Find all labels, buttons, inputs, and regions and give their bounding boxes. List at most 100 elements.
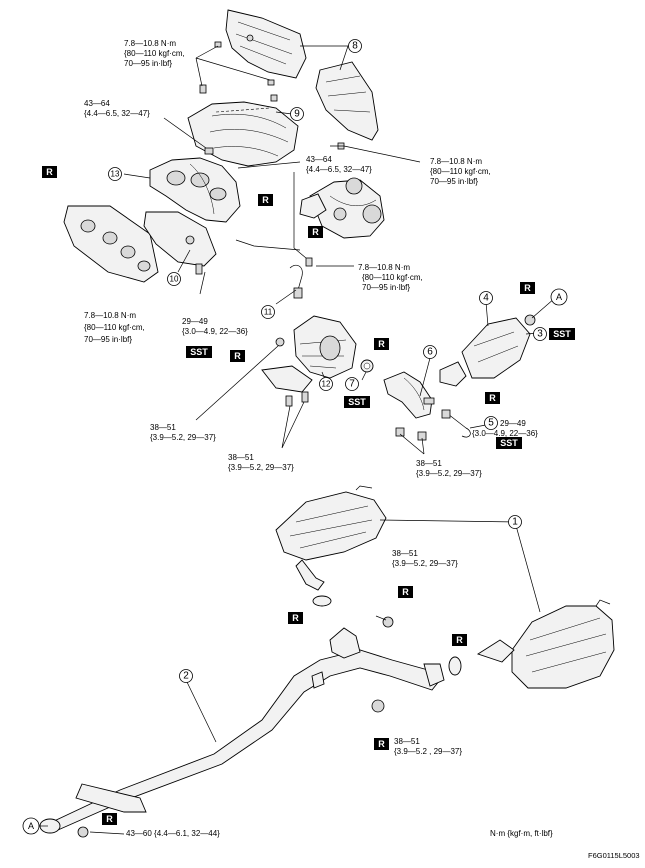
oxygen-sensor-front (289, 264, 303, 299)
svg-text:R: R (262, 195, 269, 205)
svg-text:43—64: 43—64 (306, 155, 332, 164)
svg-text:3: 3 (537, 329, 543, 340)
callout-1: 1 (508, 515, 522, 529)
callout-3: 3 (533, 327, 547, 341)
heat-insulator-upper (225, 9, 307, 79)
turbocharger (309, 177, 385, 239)
svg-text:A: A (28, 821, 34, 831)
replace-badge: R (308, 226, 323, 238)
special-tool-badge: SST (186, 346, 212, 358)
torque-manifold-left: 43—64 {4.4—6.5, 32—47} (84, 99, 150, 118)
bolt-insulator-a (214, 41, 222, 48)
torque-bracket-left: 38—51 {3.9—5.2, 29—37} (150, 423, 216, 442)
svg-text:8: 8 (352, 41, 358, 52)
bolt-insulator-c (199, 84, 207, 94)
svg-text:38—51: 38—51 (394, 737, 420, 746)
torque-presilencer-flange: 38—51 {3.9—5.2, 29—37} (416, 459, 482, 478)
svg-text:70—95 in·lbf}: 70—95 in·lbf} (362, 283, 410, 292)
callout-9: 9 (290, 107, 304, 121)
torque-manifold-bottom: 7.8—10.8 N·m {80—110 kgf·cm, 70—95 in·lb… (84, 311, 145, 344)
callout-a-top: A (550, 288, 568, 306)
leader-lines (38, 45, 556, 835)
torque-insulator-right: 7.8—10.8 N·m {80—110 kgf·cm, 70—95 in·lb… (430, 157, 491, 186)
svg-text:10: 10 (170, 275, 179, 284)
front-pipe (383, 371, 435, 441)
middle-pipe (39, 627, 445, 834)
svg-text:12: 12 (322, 380, 331, 389)
exhaust-manifold (149, 147, 241, 223)
warm-up-catalytic-converter (293, 315, 357, 379)
svg-text:A: A (556, 292, 562, 302)
svg-text:7.8—10.8 N·m: 7.8—10.8 N·m (430, 157, 482, 166)
svg-text:{4.4—6.5, 32—47}: {4.4—6.5, 32—47} (84, 109, 150, 118)
svg-text:R: R (378, 739, 385, 749)
nut-mid (382, 616, 394, 628)
units-note: N·m {kgf·m, ft·lbf} (490, 829, 553, 838)
torque-sensor-right: 29—49 {3.0—4.9, 22—36} (472, 419, 538, 438)
catalyst-bracket (261, 365, 313, 407)
svg-text:{3.9—5.2, 29—37}: {3.9—5.2, 29—37} (150, 433, 216, 442)
replace-badge: R (230, 350, 245, 362)
callout-2: 2 (179, 669, 193, 683)
svg-text:38—51: 38—51 (228, 453, 254, 462)
svg-text:29—49: 29—49 (500, 419, 526, 428)
svg-text:7.8—10.8 N·m: 7.8—10.8 N·m (358, 263, 410, 272)
torque-center-joint: 38—51 {3.9—5.2 , 29—37} (394, 737, 462, 756)
svg-text:29—49: 29—49 (182, 317, 208, 326)
torque-turbo-bracket: 7.8—10.8 N·m {80—110 kgf·cm, 70—95 in·lb… (358, 263, 423, 292)
callout-11: 11 (261, 305, 275, 319)
callout-5: 5 (484, 416, 498, 430)
replace-badge: R (102, 813, 117, 825)
bolt-insulator-b (267, 79, 275, 86)
svg-text:{80—110 kgf·cm,: {80—110 kgf·cm, (84, 323, 145, 332)
heat-insulator-right (315, 61, 379, 141)
torque-muffler-joint: 38—51 {3.9—5.2, 29—37} (392, 549, 458, 568)
replace-badge: R (258, 194, 273, 206)
svg-text:SST: SST (348, 397, 366, 407)
replace-badge: R (288, 612, 303, 624)
svg-text:{3.0—4.9, 22—36}: {3.0—4.9, 22—36} (182, 327, 248, 336)
svg-text:{80—110 kgf·cm,: {80—110 kgf·cm, (124, 49, 185, 58)
svg-text:R: R (106, 814, 113, 824)
svg-text:13: 13 (111, 170, 120, 179)
svg-text:70—95 in·lbf}: 70—95 in·lbf} (430, 177, 478, 186)
special-tool-badge: SST (344, 396, 370, 408)
svg-text:R: R (456, 635, 463, 645)
svg-text:70—95 in·lbf}: 70—95 in·lbf} (124, 59, 172, 68)
torque-manifold-mid: 43—64 {4.4—6.5, 32—47} (306, 155, 372, 174)
front-pipe-flange (439, 361, 467, 387)
bolt-turbo (305, 257, 313, 267)
svg-text:{3.9—5.2, 29—37}: {3.9—5.2, 29—37} (416, 469, 482, 478)
svg-text:R: R (234, 351, 241, 361)
main-silencer (476, 599, 615, 689)
presilencer-gasket (312, 595, 332, 607)
svg-text:6: 6 (427, 347, 433, 358)
svg-text:R: R (524, 283, 531, 293)
svg-text:{80—110 kgf·cm,: {80—110 kgf·cm, (362, 273, 423, 282)
manifold-lower-insulator (143, 211, 217, 275)
replace-badge: R (452, 634, 467, 646)
svg-text:{3.0—4.9, 22—36}: {3.0—4.9, 22—36} (472, 429, 538, 438)
svg-text:{3.9—5.2, 29—37}: {3.9—5.2, 29—37} (392, 559, 458, 568)
replace-badge: R (374, 338, 389, 350)
svg-text:38—51: 38—51 (392, 549, 418, 558)
svg-text:R: R (46, 167, 53, 177)
svg-text:7: 7 (349, 379, 355, 390)
svg-text:2: 2 (183, 671, 189, 682)
svg-text:43—60 {4.4—6.1, 32—44}: 43—60 {4.4—6.1, 32—44} (126, 829, 220, 838)
replace-badge: R (398, 586, 413, 598)
exhaust-manifold-insulator (187, 101, 299, 167)
replace-badge: R (374, 738, 389, 750)
gasket-7 (360, 359, 374, 373)
figure-code: F6G0115L5003 (588, 851, 640, 860)
svg-text:7.8—10.8 N·m: 7.8—10.8 N·m (84, 311, 136, 320)
svg-text:SST: SST (553, 329, 571, 339)
special-tool-badge: SST (496, 437, 522, 449)
svg-text:SST: SST (190, 347, 208, 357)
callout-6: 6 (423, 345, 437, 359)
special-tool-badge: SST (549, 328, 575, 340)
exhaust-manifold-gasket (63, 205, 159, 283)
svg-text:4: 4 (483, 293, 489, 304)
svg-text:R: R (292, 613, 299, 623)
